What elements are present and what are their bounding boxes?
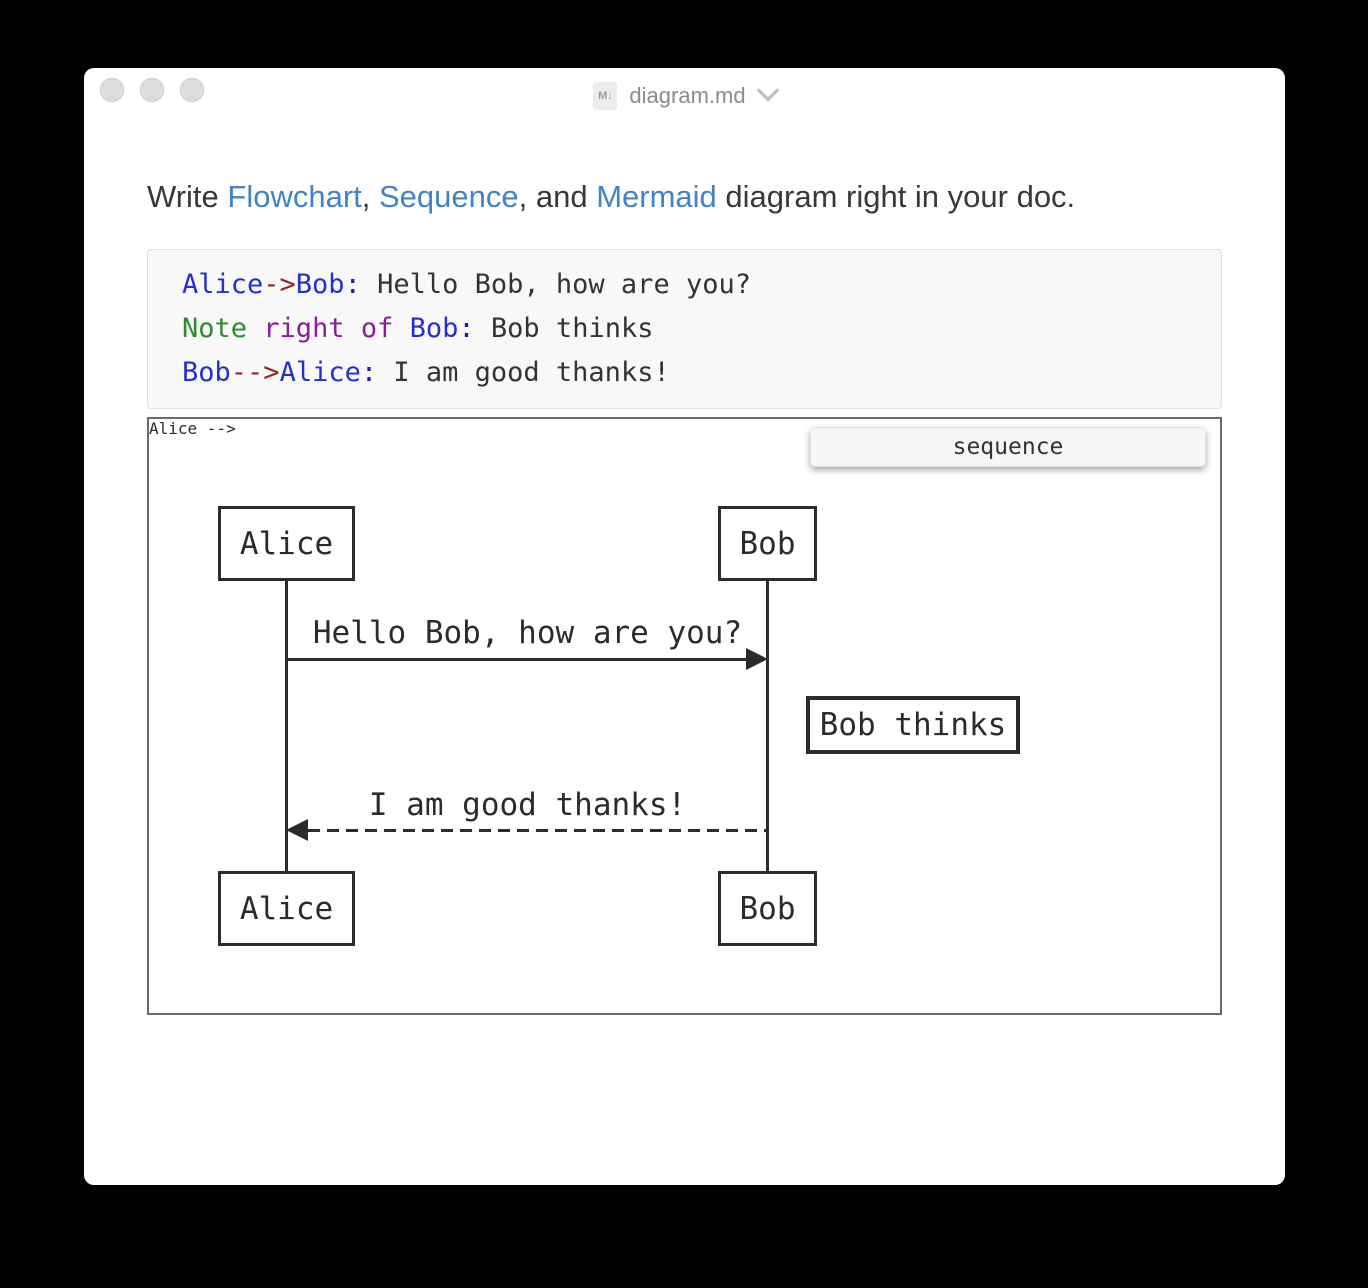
message-line-solid	[286, 658, 748, 661]
code-token: :	[458, 313, 475, 344]
heading-text: Write	[147, 179, 228, 214]
heading-text: ,	[361, 179, 379, 214]
arrowhead-left-icon	[286, 819, 308, 841]
code-token	[393, 313, 409, 344]
link-sequence[interactable]: Sequence	[379, 179, 519, 214]
code-line: Bob-->Alice: I am good thanks!	[182, 351, 1187, 395]
markdown-file-icon: M↓	[593, 82, 618, 110]
lifeline-bob	[766, 581, 769, 871]
message-line-dashed	[308, 829, 766, 832]
sequence-diagram-canvas: sequence Alice Bob Hello Bob, how are yo…	[147, 417, 1222, 1015]
actor-bob-top: Bob	[718, 506, 817, 581]
code-token: Bob	[295, 269, 345, 300]
link-flowchart[interactable]: Flowchart	[227, 179, 362, 214]
close-button[interactable]	[100, 78, 124, 102]
sequence-code-block[interactable]: Alice->Bob: Hello Bob, how are you? Note…	[147, 249, 1222, 409]
code-token	[247, 313, 263, 344]
arrowhead-right-icon	[746, 648, 768, 670]
actor-alice-top: Alice	[218, 506, 355, 581]
chevron-down-icon[interactable]	[756, 79, 779, 102]
code-line: Note right of Bob: Bob thinks	[182, 307, 1187, 351]
code-token: ->	[263, 269, 296, 300]
heading-text: , and	[518, 179, 597, 214]
code-token: right of	[263, 313, 394, 344]
code-token: Hello Bob, how are you?	[360, 269, 751, 300]
code-token: Bob thinks	[474, 313, 654, 344]
code-token: :	[360, 357, 378, 388]
document-area: Write Flowchart, Sequence, and Mermaid d…	[84, 178, 1285, 1015]
actor-alice-bottom: Alice	[218, 871, 355, 946]
actor-bob-bottom: Bob	[718, 871, 817, 946]
window-title: diagram.md	[629, 83, 746, 108]
code-token: Alice	[279, 357, 361, 388]
code-token: Bob	[182, 357, 231, 388]
code-token: I am good thanks!	[377, 357, 670, 388]
window-title-group: M↓ diagram.md	[84, 79, 1285, 110]
code-token: Bob	[409, 313, 459, 344]
code-token: :	[344, 269, 361, 300]
code-token: -->	[230, 357, 280, 388]
diagram-type-badge: sequence	[810, 427, 1206, 467]
code-token: Note	[182, 313, 248, 344]
lifeline-alice	[285, 581, 288, 871]
heading-text: diagram right in your doc.	[716, 179, 1076, 214]
message-label: Hello Bob, how are you?	[312, 615, 743, 651]
message-label: I am good thanks!	[368, 787, 687, 823]
code-token: Alice	[182, 269, 264, 300]
minimize-button[interactable]	[140, 78, 164, 102]
heading: Write Flowchart, Sequence, and Mermaid d…	[147, 178, 1222, 216]
title-bar[interactable]: M↓ diagram.md	[84, 68, 1285, 116]
note-box: Bob thinks	[806, 696, 1020, 754]
link-mermaid[interactable]: Mermaid	[596, 179, 717, 214]
zoom-button[interactable]	[180, 78, 204, 102]
traffic-lights	[100, 78, 204, 102]
code-line: Alice->Bob: Hello Bob, how are you?	[182, 263, 1187, 307]
app-window: M↓ diagram.md Write Flowchart, Sequence,…	[84, 68, 1285, 1185]
